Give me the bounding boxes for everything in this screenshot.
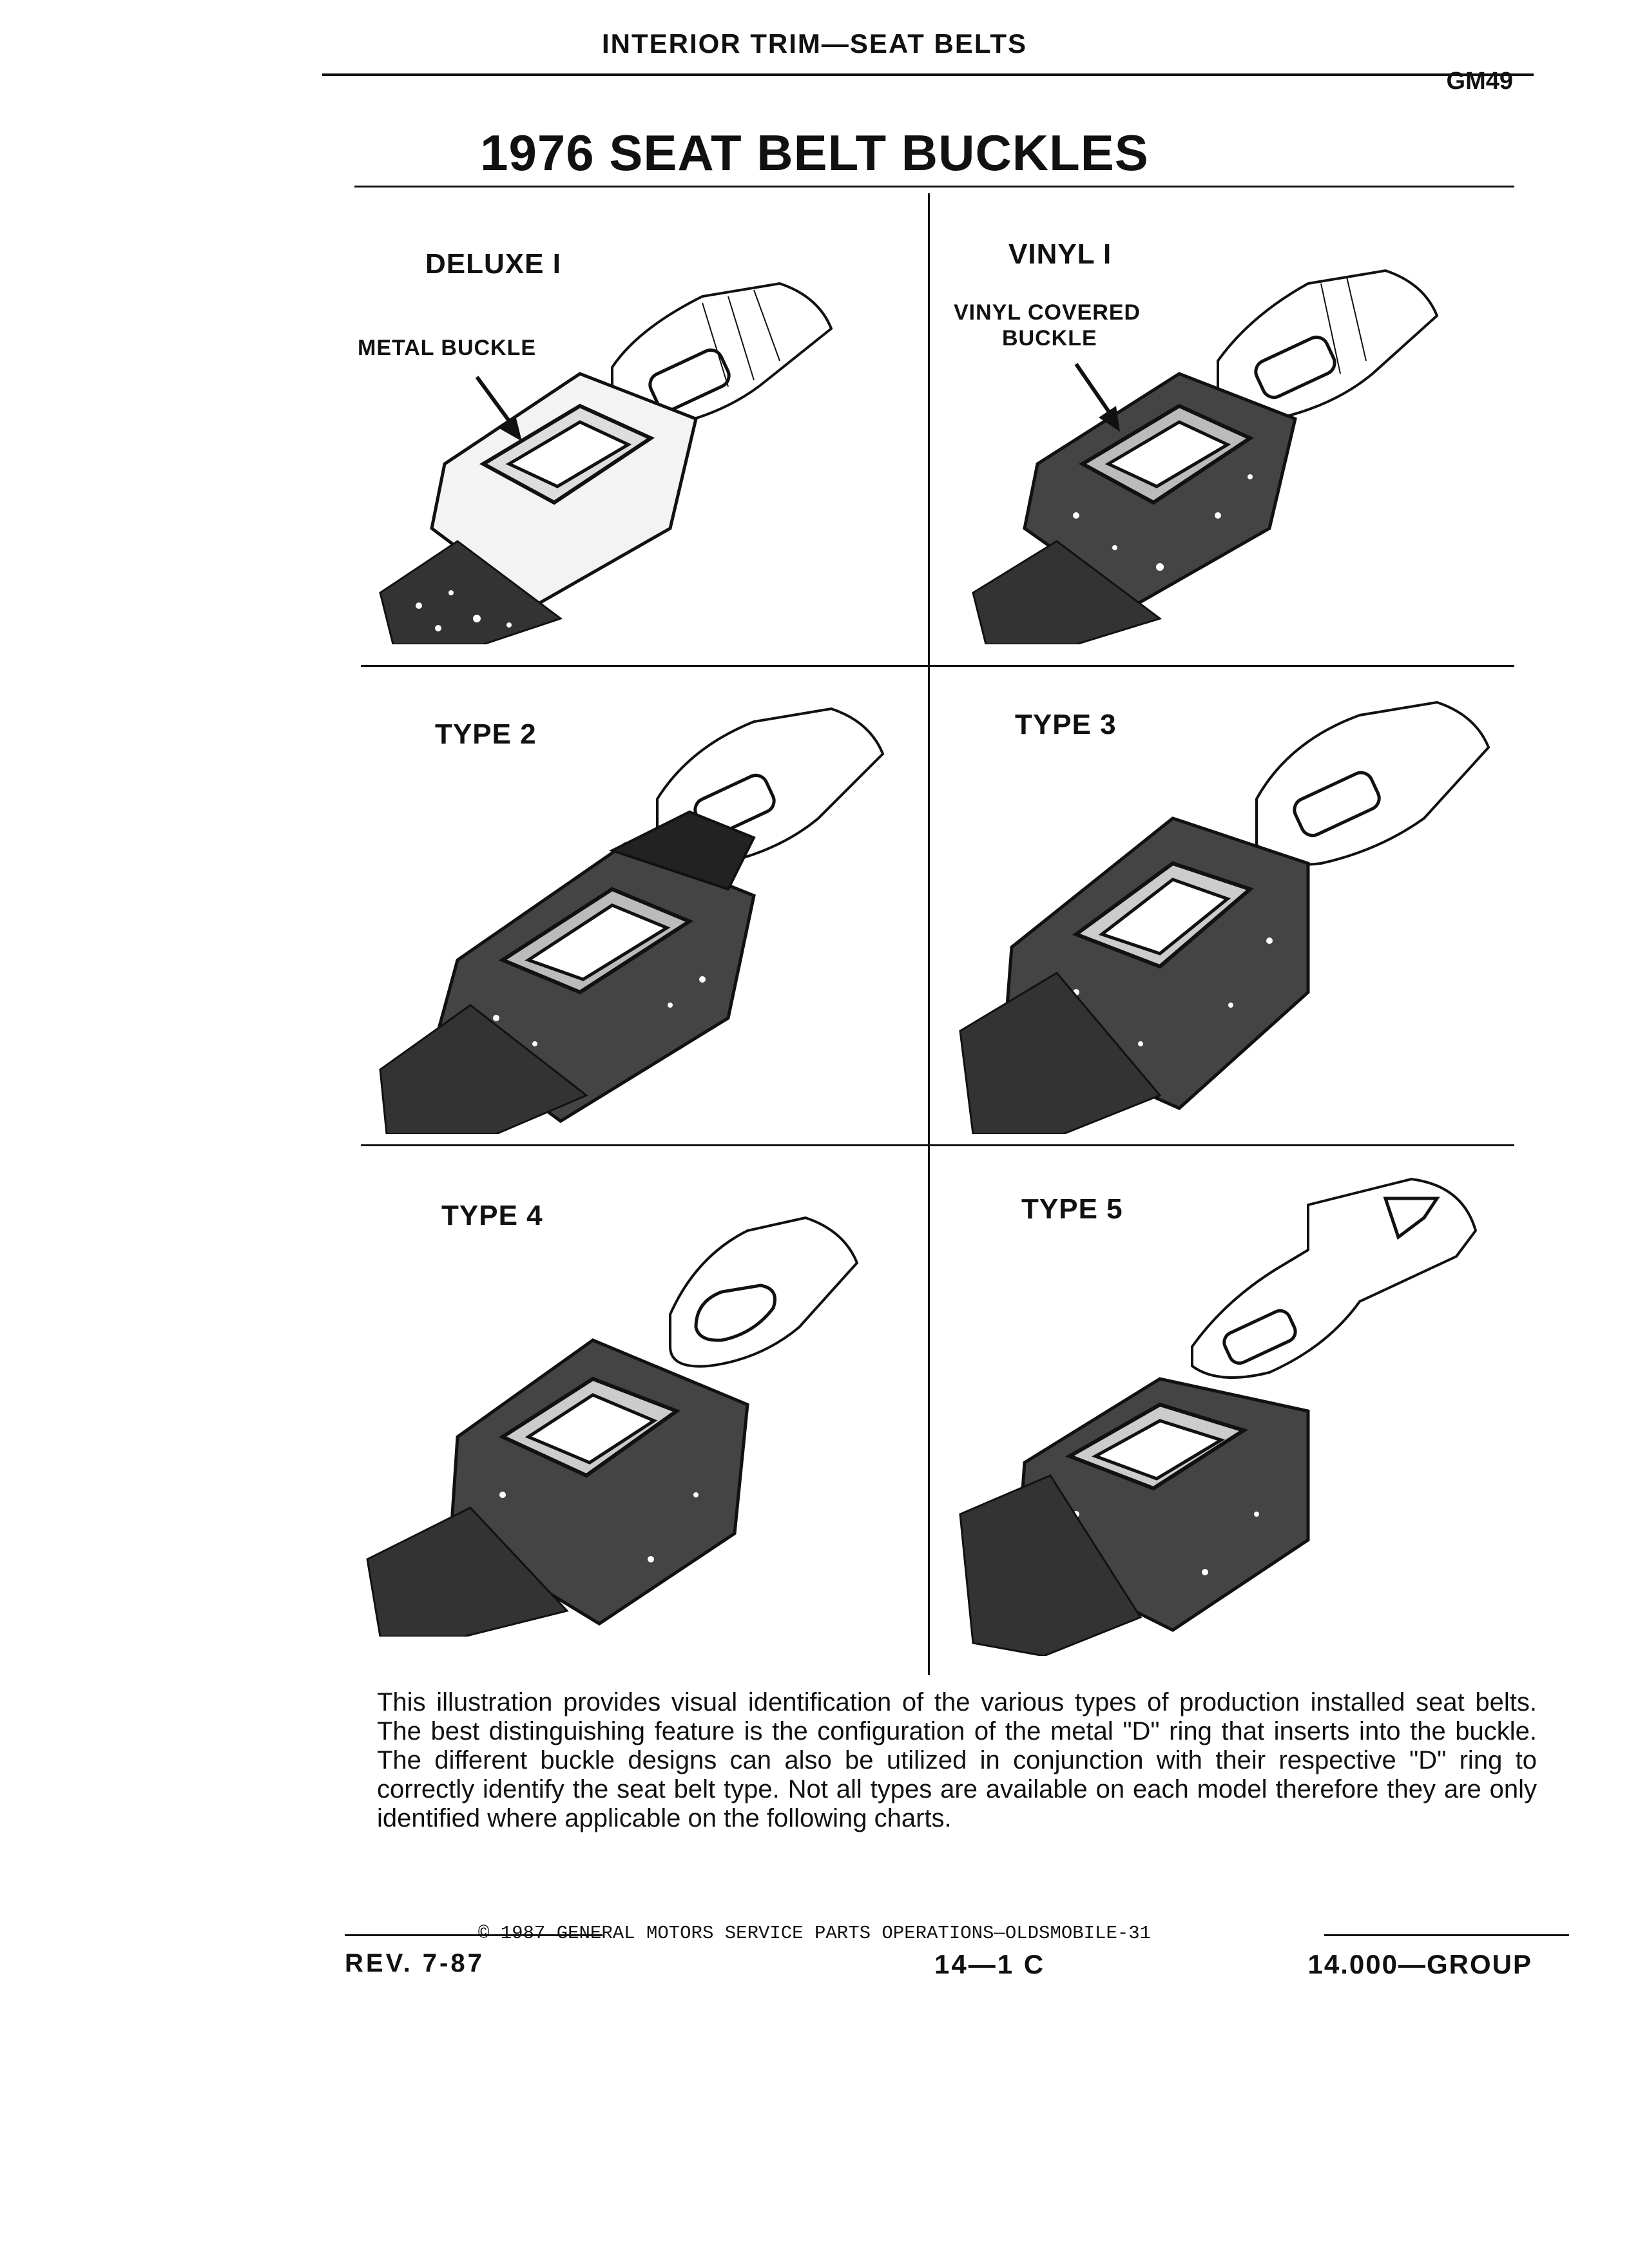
title-rule (354, 186, 1514, 187)
cell-title-type5: TYPE 5 (1021, 1193, 1123, 1225)
footer-rule-left (345, 1934, 602, 1936)
cell-title-type2: TYPE 2 (435, 718, 537, 750)
copyright-notice: © 1987 GENERAL MOTORS SERVICE PARTS OPER… (477, 1923, 1152, 1944)
section-title: INTERIOR TRIM—SEAT BELTS (601, 28, 1028, 59)
metal-buckle-illustration (379, 282, 833, 644)
type4-buckle-illustration (366, 1216, 859, 1637)
footer-rule-right (1324, 1934, 1569, 1936)
grid-row-divider-2 (361, 1144, 1514, 1146)
group-label: 14.000—GROUP (1307, 1949, 1532, 1979)
grid-row-divider-1 (361, 665, 1514, 667)
page-title: 1976 SEAT BELT BUCKLES (480, 124, 1149, 181)
callout-metal-buckle: METAL BUCKLE (358, 336, 537, 360)
header-rule (322, 73, 1534, 76)
type5-buckle-illustration (959, 1177, 1478, 1656)
description-paragraph: This illustration provides visual identi… (377, 1688, 1537, 1832)
cell-title-type4: TYPE 4 (441, 1200, 543, 1231)
type3-buckle-illustration (959, 700, 1490, 1134)
callout-vinyl-line2: BUCKLE (1002, 326, 1097, 351)
cell-title-vinyl: VINYL I (1008, 238, 1112, 270)
page-number: 14—1 C (934, 1949, 1046, 1979)
revision-label: REV. 7-87 (345, 1949, 485, 1977)
type2-buckle-illustration (379, 707, 885, 1134)
vinyl-buckle-illustration (972, 269, 1439, 644)
page-code: GM49 (1446, 68, 1513, 95)
grid-vertical-divider (928, 193, 930, 1675)
cell-title-deluxe: DELUXE I (425, 248, 561, 280)
cell-title-type3: TYPE 3 (1015, 709, 1117, 740)
callout-vinyl-line1: VINYL COVERED (954, 300, 1141, 325)
